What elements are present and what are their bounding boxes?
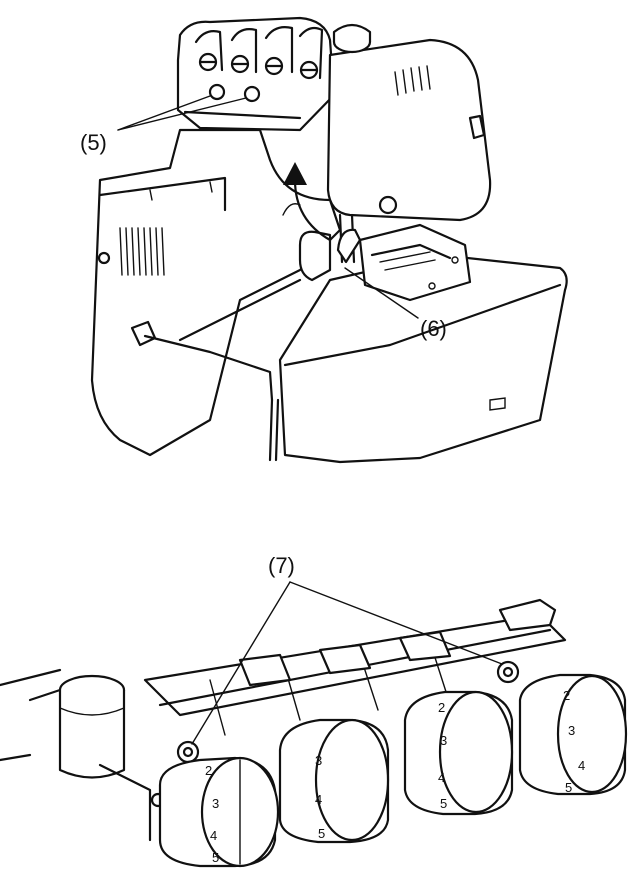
callout-5: (5) (80, 95, 247, 155)
oil-cap (58, 674, 166, 842)
dial-4-num-d: 5 (565, 780, 572, 795)
dial-2-num-c: 5 (318, 826, 325, 841)
dial-1-num-b: 3 (212, 796, 219, 811)
callout-6-label: (6) (420, 316, 447, 341)
dial-1-num-c: 4 (210, 828, 217, 843)
tension-knobs (198, 52, 319, 80)
top-knob (332, 23, 372, 54)
tension-dial-3: 2 3 4 5 (403, 690, 514, 816)
presser-foot-area (282, 162, 472, 302)
guide-plate (143, 598, 567, 736)
dial-1-num-d: 5 (212, 850, 219, 865)
dial-3-num-a: 2 (438, 700, 445, 715)
hole-5b (243, 85, 261, 103)
dial-1-num-a: 2 (205, 763, 212, 778)
dial-4-num-b: 3 (568, 723, 575, 738)
dial-2-num-a: 3 (315, 753, 322, 768)
dial-4-num-a: 2 (563, 688, 570, 703)
machine-body (90, 128, 568, 464)
presser-lever-6 (298, 228, 362, 282)
screws-7 (176, 660, 520, 764)
callout-7: (7) (191, 553, 503, 745)
arrow-head (283, 162, 307, 185)
callout-5-label: (5) (80, 130, 107, 155)
tension-dial-4: 2 3 4 5 (518, 673, 628, 796)
vent-grille (119, 227, 165, 276)
lift-motion-arrow (293, 178, 332, 242)
hole-5a (208, 83, 226, 101)
tension-dial-1: 2 3 4 5 (158, 756, 280, 868)
tension-dial-illustration: 2 3 4 5 3 4 5 2 3 4 5 2 3 4 (0, 553, 628, 868)
dial-3-num-c: 4 (438, 770, 445, 785)
dial-3-num-b: 3 (440, 733, 447, 748)
tension-dial-2: 3 4 5 (278, 718, 390, 844)
callout-7-label: (7) (268, 553, 295, 578)
head-cover (326, 23, 492, 222)
thread-tension-assembly (176, 16, 336, 132)
dial-4-num-c: 4 (578, 758, 585, 773)
serger-machine-illustration: (5) (6) (80, 16, 568, 464)
callout-6: (6) (344, 267, 447, 341)
dial-2-num-b: 4 (315, 792, 322, 807)
dial-3-num-d: 5 (440, 796, 447, 811)
